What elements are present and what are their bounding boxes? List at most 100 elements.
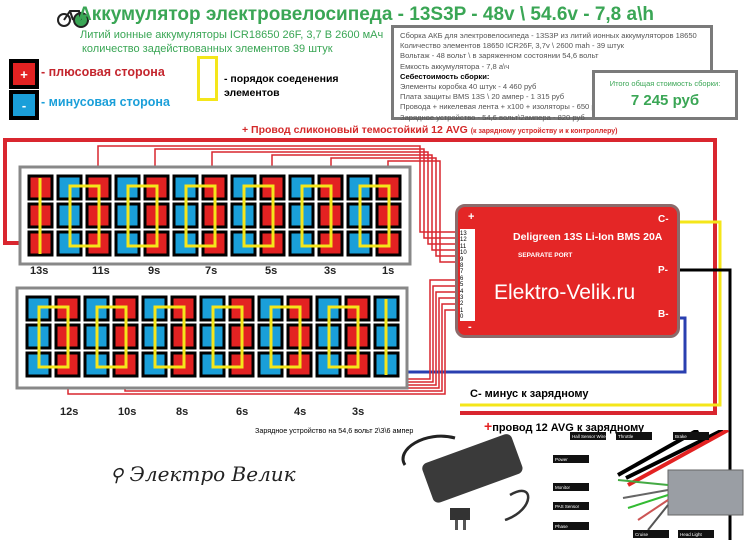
legend-plus-swatch: +	[9, 59, 39, 89]
balance-wire	[330, 157, 457, 257]
charger-minus-label: C- минус к зарядному	[470, 388, 589, 400]
assembly-info-box: Сборка АКБ для электровелосипеда - 13S3P…	[391, 25, 713, 122]
series-connection-loop	[126, 184, 159, 248]
info-line: Емкость аккумулятора - 7,8 а\ч	[400, 61, 510, 71]
charger-plus-symbol: +	[484, 418, 493, 434]
wire-caption-note: (к зарядному устройству и к контроллеру)	[470, 128, 618, 135]
series-label: 9s	[148, 265, 161, 277]
info-line: Вольтаж - 48 вольт \ в заряженном состоя…	[400, 51, 599, 61]
balance-wire	[154, 148, 457, 239]
series-label: 3s	[352, 406, 365, 418]
bms-pin-label: 7	[460, 269, 464, 276]
series-connection-loop	[327, 305, 360, 369]
bms-balance-connector	[460, 229, 475, 321]
bms-b-terminal: B-	[658, 309, 669, 320]
controller-tag-text: Head Light	[680, 532, 703, 537]
cost-line: Плата защиты BMS 13S \ 20 ампер - 1 315 …	[400, 92, 565, 102]
bms-plus: +	[468, 211, 475, 223]
legend-order-line: - порядок соеденения	[224, 73, 339, 85]
series-label: 4s	[294, 406, 307, 418]
bms-pin-label: 9	[460, 256, 464, 263]
bms-pin-label: 11	[460, 243, 467, 250]
bms-minus: -	[468, 321, 472, 333]
series-label: 6s	[236, 406, 249, 418]
series-label: 13s	[30, 265, 49, 277]
controller-tag	[553, 483, 589, 491]
controller-tag-text: Phase	[555, 524, 568, 529]
wire-caption-main: + Провод сликоновый темостойкий 12 AVG	[242, 124, 468, 136]
bms-p-terminal: P-	[658, 265, 668, 276]
series-label: 11s	[92, 265, 110, 277]
bms-brand: Elektro-Velik.ru	[494, 281, 636, 304]
series-label: 12s	[60, 406, 79, 418]
legend-minus-swatch: -	[9, 90, 39, 120]
cost-line: Зарядное устройство - 54,6 вольт\2ампера…	[400, 112, 585, 122]
wire-caption: + Провод сликоновый темостойкий 12 AVG (…	[242, 124, 618, 136]
bms-pin-label: 1	[460, 307, 464, 314]
total-cost-box: Итого общая стоимость сборки: 7 245 руб	[592, 70, 738, 120]
series-connection-loop	[95, 305, 128, 369]
series-connection-loop	[242, 184, 275, 248]
series-label: 3s	[324, 265, 337, 277]
bms-pin-label: 8	[460, 263, 464, 270]
series-label: 7s	[205, 265, 218, 277]
brand-logo: ⚲ Электро Велик	[110, 462, 296, 486]
controller-tag-text: PAS Sensor	[555, 504, 580, 509]
bms-pin-label: 12	[460, 237, 467, 244]
subtitle-cells: Литий ионные аккумуляторы ICR18650 26F, …	[80, 29, 384, 41]
bms-pin-label: 5	[460, 282, 464, 289]
series-connection-loop	[211, 305, 244, 369]
page-title: Аккумулятор электровелосипеда - 13S3P - …	[78, 4, 654, 25]
series-connection-loop	[37, 305, 70, 369]
controller-tag-text: Throttle	[618, 434, 634, 439]
balance-wire	[211, 151, 457, 245]
bms-pin-label: 0	[460, 314, 464, 321]
charger-image	[401, 434, 530, 530]
legend-plus-label: - плюсовая сторона	[41, 65, 165, 79]
total-cost-value: 7 245 руб	[630, 92, 700, 109]
series-connection-loop	[358, 184, 391, 248]
controller-tag	[553, 455, 589, 463]
series-connection-loop	[153, 305, 186, 369]
bms-pin-label: 4	[460, 288, 464, 295]
cost-line: Элементы коробка 40 штук - 4 460 руб	[400, 82, 537, 92]
bms-pin-label: 2	[460, 301, 464, 308]
legend-minus-label: - минусовая сторона	[41, 95, 170, 109]
bms-pin-label: 10	[460, 250, 467, 257]
controller-tag	[673, 432, 709, 440]
main-plus-wire	[3, 138, 717, 415]
info-line: Сборка АКБ для электровелосипеда - 13S3P…	[400, 31, 697, 40]
bike-icon: ⚲	[110, 465, 124, 486]
series-label: 8s	[176, 406, 189, 418]
series-label: 10s	[118, 406, 137, 418]
legend-order-swatch	[197, 56, 218, 101]
bike-logo-icon	[57, 10, 89, 28]
charger-caption: Зарядное устройство на 54,6 вольт 2\3\6 …	[255, 426, 414, 435]
bms-pin-label: 13	[460, 231, 467, 237]
legend-order-line: элементов	[224, 87, 280, 99]
charger-plus-label: +провод 12 AVG к зарядному	[484, 418, 644, 434]
cost-line: Провода + никелевая лента + х100 + изоля…	[400, 102, 604, 112]
bms-pin-label: 6	[460, 275, 464, 282]
series-label: 5s	[265, 265, 278, 277]
controller-tag	[553, 502, 589, 510]
controller-tag-text: Monitor	[555, 485, 571, 490]
info-line: Количество элементов 18650 ICR26F, 3,7v …	[400, 41, 624, 51]
series-connection-loop	[300, 184, 333, 248]
charger-minus-wire	[460, 220, 722, 407]
series-connection-loop	[184, 184, 217, 248]
bms-title: Deligreen 13S Li-Ion BMS 20A	[513, 231, 663, 243]
controller-tag	[553, 522, 589, 530]
bms-c-terminal: C-	[658, 214, 669, 225]
series-label: 1s	[382, 265, 395, 277]
series-connection-loop	[68, 184, 101, 248]
series-connection-loop	[269, 305, 302, 369]
cost-heading: Себестоимость сборки:	[400, 71, 490, 81]
controller-tag	[633, 530, 669, 538]
controller-tag-text: Power	[555, 457, 568, 462]
load-minus-wire	[680, 268, 732, 540]
